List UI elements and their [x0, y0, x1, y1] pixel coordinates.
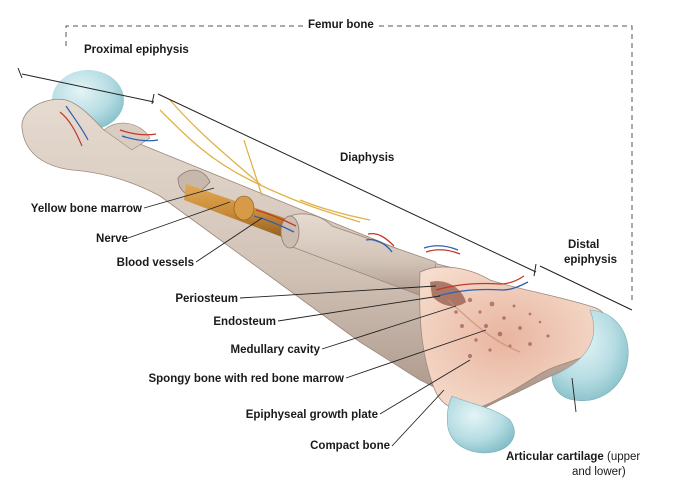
leader-lines [127, 187, 577, 447]
distal-condyle-lower [446, 395, 515, 454]
nerve-fibers [159, 99, 371, 223]
label-distal-epiphysis-1: Distal [568, 239, 600, 251]
blood-vessels-proximal [59, 105, 159, 147]
label-yellow-bone-marrow: Yellow bone marrow [30, 203, 142, 215]
marrow-plug [233, 195, 255, 221]
label-blood-vessels: Blood vessels [116, 257, 194, 269]
label-distal-epiphysis-2: epiphysis [564, 254, 618, 266]
label-articular-cartilage: Articular cartilage (upper [506, 450, 640, 464]
epiphyseal-growth-plate [447, 299, 521, 353]
label-articular-cartilage-upper: (upper [603, 451, 641, 463]
label-nerve: Nerve [96, 233, 128, 245]
label-diaphysis: Diaphysis [340, 152, 395, 164]
label-proximal-epiphysis: Proximal epiphysis [84, 44, 189, 56]
label-endosteum: Endosteum [213, 316, 276, 328]
femur-bone-bracket [65, 25, 633, 302]
shaft-cut-face [280, 215, 300, 249]
label-spongy-bone: Spongy bone with red bone marrow [148, 373, 344, 385]
distal-epiphysis-body [419, 266, 612, 411]
label-articular-cartilage-bold: Articular cartilage [506, 451, 604, 463]
greater-trochanter [103, 122, 151, 151]
blood-vessels-shaft [253, 209, 529, 297]
label-femur-bone: Femur bone [304, 18, 378, 32]
label-compact-bone: Compact bone [310, 440, 390, 452]
distal-articular-cartilage [551, 309, 629, 402]
section-brackets [17, 67, 633, 311]
label-medullary-cavity: Medullary cavity [230, 344, 320, 356]
spongy-bone-texture [454, 297, 550, 359]
label-articular-cartilage-lower: and lower) [572, 466, 626, 478]
label-periosteum: Periosteum [175, 293, 238, 305]
label-epiphyseal-growth-plate: Epiphyseal growth plate [245, 409, 378, 421]
